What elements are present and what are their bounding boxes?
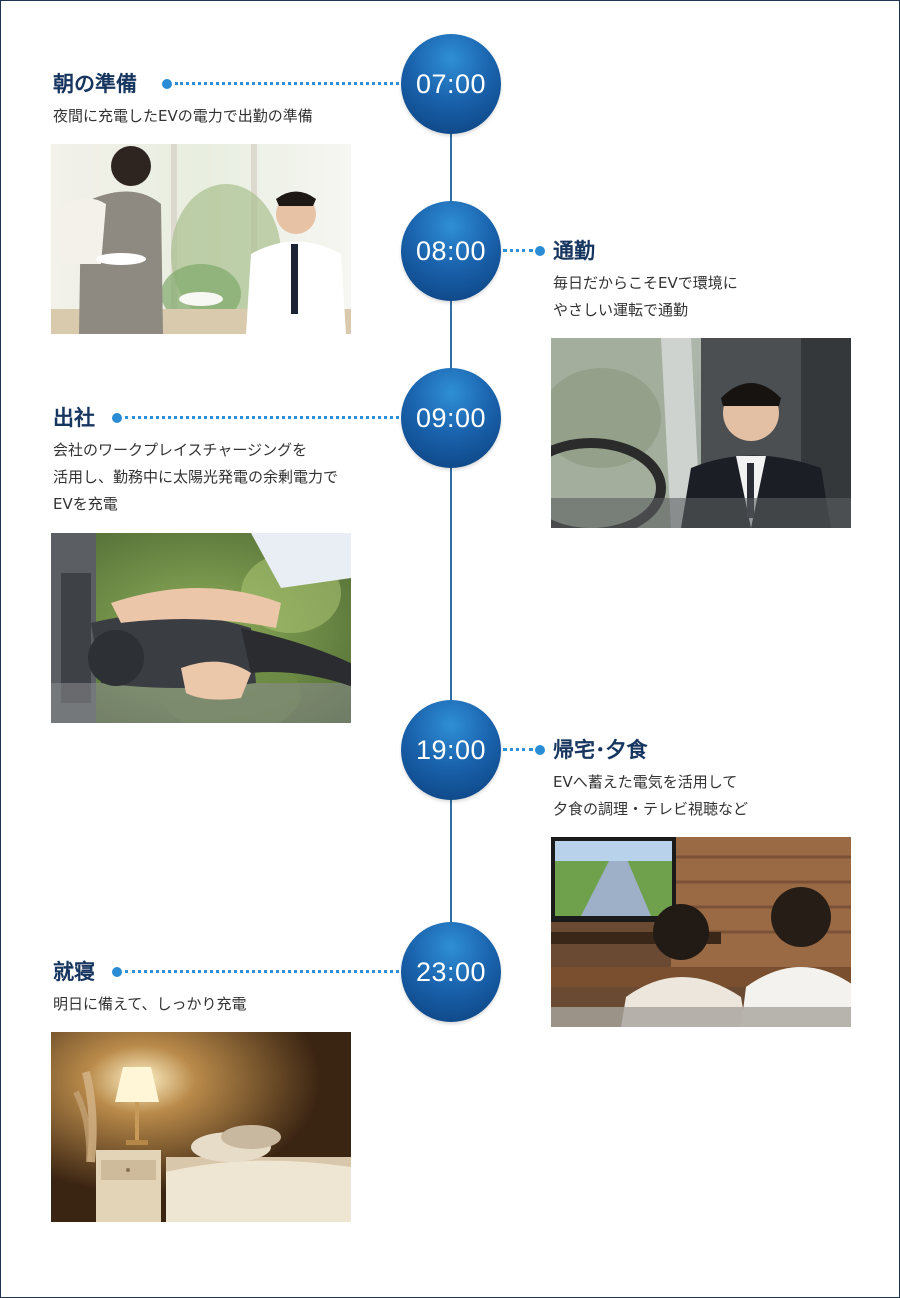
event-title: 朝の準備 [53, 71, 137, 96]
time-label: 07:00 [415, 68, 487, 99]
connector-dot [112, 413, 122, 423]
breakfast-photo [51, 144, 351, 334]
connector-dot [535, 745, 545, 755]
event-title: 帰宅･夕食 [553, 737, 648, 762]
driving-photo [551, 338, 851, 528]
connector-line [503, 748, 533, 751]
time-circle-0700: 07:00 [401, 34, 501, 134]
event-title: 出社 [53, 405, 95, 430]
connector-line [175, 82, 399, 85]
time-circle-0800: 08:00 [401, 201, 501, 301]
connector-dot [162, 79, 172, 89]
timeline-line [450, 81, 452, 981]
event-desc: EVへ蓄えた電気を活用して 夕食の調理・テレビ視聴など [553, 773, 749, 818]
time-label: 09:00 [415, 402, 487, 433]
event-title: 就寝 [53, 959, 95, 984]
time-circle-2300: 23:00 [401, 922, 501, 1022]
connector-line [125, 970, 399, 973]
time-circle-0900: 09:00 [401, 368, 501, 468]
event-title: 通勤 [553, 238, 595, 263]
tv-photo [551, 837, 851, 1027]
event-desc: 毎日だからこそEVで環境に やさしい運転で通勤 [553, 274, 738, 319]
charging-photo [51, 533, 351, 723]
event-desc: 夜間に充電したEVの電力で出勤の準備 [53, 107, 313, 125]
time-label: 23:00 [415, 956, 487, 987]
time-label: 19:00 [415, 734, 487, 765]
bedroom-photo [51, 1032, 351, 1222]
event-desc: 会社のワークプレイスチャージングを 活用し、勤務中に太陽光発電の余剰電力で EV… [53, 441, 339, 513]
connector-dot [112, 967, 122, 977]
time-circle-1900: 19:00 [401, 700, 501, 800]
connector-line [125, 416, 399, 419]
connector-dot [535, 246, 545, 256]
time-label: 08:00 [415, 235, 487, 266]
event-desc: 明日に備えて、しっかり充電 [53, 995, 247, 1013]
connector-line [503, 249, 533, 252]
